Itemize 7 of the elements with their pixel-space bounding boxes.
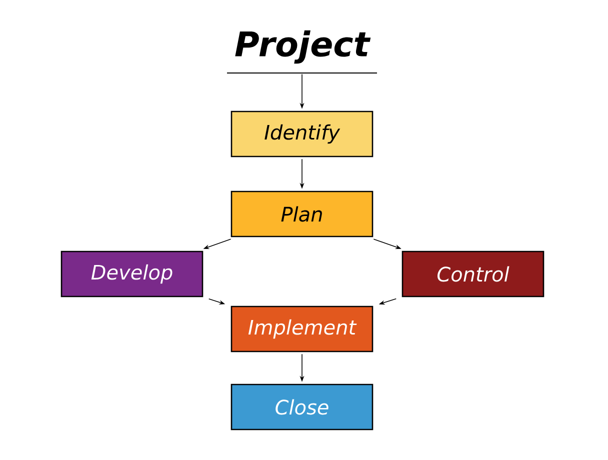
process-box: Develop	[60, 250, 204, 298]
process-box: Close	[230, 384, 374, 430]
process-box: Implement	[230, 306, 374, 352]
process-box: Identify	[230, 110, 374, 158]
process-box: Control	[402, 250, 544, 298]
heading-text: Project	[235, 30, 371, 64]
process-box: Plan	[230, 190, 374, 238]
